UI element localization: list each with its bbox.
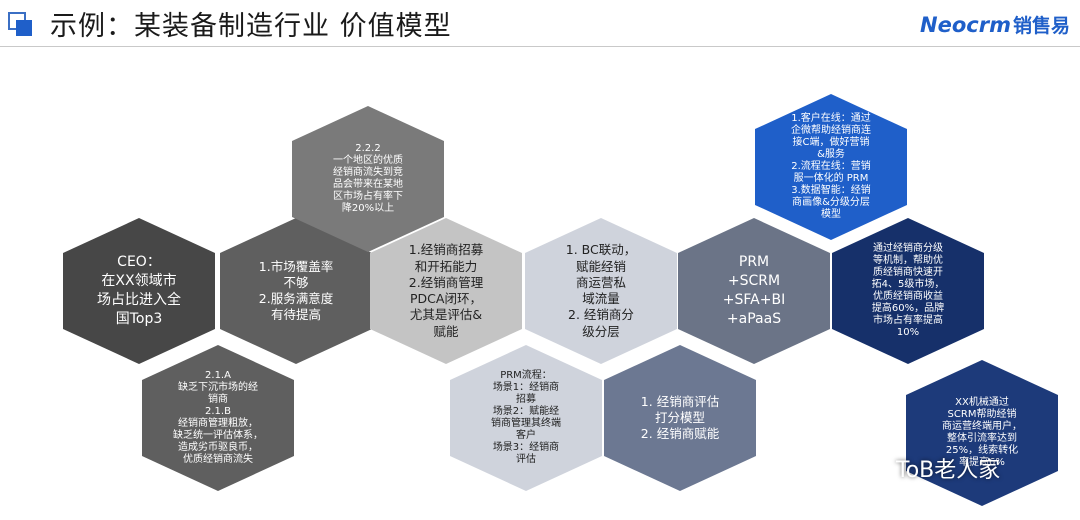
page-title: 示例：某装备制造行业 价值模型 xyxy=(50,11,452,42)
hex-recruit-capability: 1.经销商招募 和开拓能力 2.经销商管理 PDCA闭环， 尤其是评估& 赋能 xyxy=(370,218,522,364)
hex-ceo-goal: CEO： 在XX领域市 场占比进入全 国Top3 xyxy=(63,218,215,364)
hex-eval-model: 1. 经销商评估 打分模型 2. 经销商赋能 xyxy=(604,345,756,491)
wechat-account-tag: ToB老人家 xyxy=(870,452,1000,484)
hex-coverage-issue: 1.市场覆盖率 不够 2.服务满意度 有待提高 xyxy=(220,218,372,364)
logo-brand-cn: 销售易 xyxy=(1012,15,1070,37)
hex-result-dealer: 通过经销商分级 等机制，帮助优 质经销商快速开 拓4、5级市场， 优质经销商收益… xyxy=(832,218,984,364)
hex-bc-linkage: 1. BC联动， 赋能经销 商运营私 域流量 2. 经销商分 级分层 xyxy=(525,218,677,364)
hex-dealer-loss: 2.2.2 一个地区的优质 经销商流失到竞 品会带来在某地 区市场占有率下 降2… xyxy=(292,106,444,252)
logo-brand: Neocrm xyxy=(920,13,1011,37)
hex-lowtier-dealer: 2.1.A 缺乏下沉市场的经 销商 2.1.B 经销商管理粗放， 缺乏统一评估体… xyxy=(142,345,294,491)
wechat-icon xyxy=(870,461,892,478)
wechat-account-name: ToB老人家 xyxy=(896,458,1001,483)
header-divider xyxy=(0,46,1080,47)
hex-prm-process: PRM流程： 场景1：经销商 招募 场景2：赋能经 销商管理其终端 客户 场景3… xyxy=(450,345,602,491)
hex-result-scrm: XX机械通过 SCRM帮助经销 商运营终端用户， 整体引流率达到 25%，线索转… xyxy=(906,360,1058,506)
hex-prm-stack: PRM +SCRM +SFA+BI +aPaaS xyxy=(678,218,830,364)
title-square-icon xyxy=(8,12,34,38)
hex-online-capability: 1.客户在线：通过 企微帮助经销商连 接C端，做好营销 &服务 2.流程在线：营… xyxy=(755,94,907,240)
